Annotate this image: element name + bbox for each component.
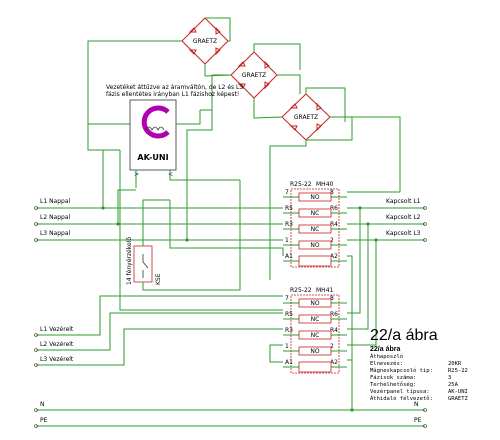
sensor-label: 14 fényérzékelő xyxy=(126,237,133,285)
output-l3: Kapcsolt L3 xyxy=(386,230,421,237)
k2-contact-0 xyxy=(298,298,332,308)
k2-pin-right-1: R6 xyxy=(330,311,338,318)
k1-coil xyxy=(298,255,332,267)
info-value-2: 3 xyxy=(448,375,451,381)
k2-contact-label-3: NO xyxy=(310,348,319,355)
bridge-1-label: GRAETZ xyxy=(193,38,217,45)
k1-pin-left-3: 1 xyxy=(285,237,289,244)
k1-pin-right-2: R4 xyxy=(330,221,338,228)
k1-contact-1 xyxy=(298,208,332,218)
graetz-bridge-3: GRAETZ xyxy=(281,93,331,141)
k2-pin-right-2: R4 xyxy=(330,327,338,334)
sensor-ref: KSE xyxy=(155,273,162,285)
controller-pin-right: < xyxy=(168,171,173,178)
contactor1-tag: MH40 xyxy=(316,181,334,188)
night-input-l3: L3 Vezérelt xyxy=(40,356,74,363)
k2-pin-left-2: R3 xyxy=(285,327,293,334)
night-input-lines: L1 Vezérelt L2 Vezérelt L3 Vezérelt xyxy=(34,295,283,367)
k2-contact-3 xyxy=(298,346,332,356)
info-key-4: Vezérpanel típusa: xyxy=(370,388,430,395)
bus-n-left: N xyxy=(40,401,45,408)
k2-pin-right-0: 8 xyxy=(330,295,334,302)
bus-pe-right: PE xyxy=(414,417,422,424)
contactor2-type: R25-22 xyxy=(290,287,312,294)
k2-pin-left-1: R5 xyxy=(285,311,293,318)
k2-contact-label-1: NC xyxy=(311,316,320,323)
graetz-bridge-1: GRAETZ xyxy=(181,17,229,65)
k2-contact-1 xyxy=(298,314,332,324)
info-key-5: Áthidaló félvezető: xyxy=(370,395,433,402)
night-input-l1: L1 Vezérelt xyxy=(40,326,74,333)
k1-pin-right-0: 8 xyxy=(330,189,334,196)
controller-name: AK-UNI xyxy=(137,153,168,162)
k2-contact-label-0: NO xyxy=(310,300,319,307)
day-input-lines: L1 Nappal L2 Nappal L3 Nappal xyxy=(34,110,283,242)
controller-pin-left: > xyxy=(134,171,139,178)
info-value-1: R25-22 xyxy=(448,368,468,374)
k1-contact-2 xyxy=(298,224,332,234)
k1-pin-left-0: 7 xyxy=(285,189,289,196)
input-l1: L1 Nappal xyxy=(40,198,71,205)
night-input-l2: L2 Vezérelt xyxy=(40,341,74,348)
k1-contact-label-0: NO xyxy=(310,194,319,201)
contactor2-tag: MH41 xyxy=(316,287,334,294)
k1-pin-right-4: A2 xyxy=(330,253,338,260)
k1-contact-label-1: NC xyxy=(311,210,320,217)
k1-pin-left-1: R5 xyxy=(285,205,293,212)
switched-output-lines: Kapcsolt L1 Kapcsolt L2 Kapcsolt L3 xyxy=(347,191,427,361)
k2-pin-left-4: A1 xyxy=(285,359,293,366)
contactor1-type: R25-22 xyxy=(290,181,312,188)
k2-pin-right-3: 2 xyxy=(330,343,334,350)
bridge-2-label: GRAETZ xyxy=(242,72,266,79)
k2-pin-left-3: 1 xyxy=(285,343,289,350)
k2-pin-right-4: A2 xyxy=(330,359,338,366)
light-sensor: 14 fényérzékelő KSE xyxy=(119,150,284,311)
ak-uni-controller: AK-UNI > < xyxy=(120,99,240,188)
info-value-5: GRAETZ xyxy=(448,396,469,402)
k1-contact-label-2: NC xyxy=(311,226,320,233)
k1-pin-left-4: A1 xyxy=(285,253,293,260)
info-value-3: 25A xyxy=(448,382,459,388)
k2-contact-label-2: NC xyxy=(311,332,320,339)
note-line-1: Vezetéket áttűzve az áramváltón, de L2 é… xyxy=(106,84,243,91)
bridge-wiring xyxy=(87,17,401,280)
input-l3: L3 Nappal xyxy=(40,230,71,237)
wiring-note: Vezetéket áttűzve az áramváltón, de L2 é… xyxy=(106,84,243,98)
note-line-2: fázis ellentétes irányban L1 fázishoz ké… xyxy=(106,91,239,98)
info-key-3: Terhelhetőség: xyxy=(370,381,416,388)
bus-n-right: N xyxy=(414,401,419,408)
figure-info: 22/a ábra 22/a ábra Áthaposzló Elnevezés… xyxy=(370,327,469,402)
bridge-3-label: GRAETZ xyxy=(294,114,318,121)
info-value-0: 20KR xyxy=(448,361,462,367)
info-value-4: AK-UNI xyxy=(448,389,468,395)
input-l2: L2 Nappal xyxy=(40,214,71,221)
info-key-0: Elnevezés: xyxy=(370,360,403,367)
k2-coil xyxy=(298,361,332,373)
k2-pin-left-0: 7 xyxy=(285,295,289,302)
figure-heading: Áthaposzló xyxy=(370,353,403,360)
k1-pin-left-2: R3 xyxy=(285,221,293,228)
figure-subtitle: 22/a ábra xyxy=(370,346,400,353)
neutral-pe-bus: N PE N PE xyxy=(34,360,427,428)
current-transformer-icon xyxy=(141,105,170,139)
info-key-2: Fázisok száma: xyxy=(370,374,416,381)
k1-pin-right-1: R6 xyxy=(330,205,338,212)
k2-contact-2 xyxy=(298,330,332,340)
k1-contact-0 xyxy=(298,192,332,202)
info-key-1: Mágneskapcsoló tip: xyxy=(370,367,433,374)
output-l2: Kapcsolt L2 xyxy=(386,214,421,221)
output-l1: Kapcsolt L1 xyxy=(386,198,421,205)
k1-pin-right-3: 2 xyxy=(330,237,334,244)
bus-pe-left: PE xyxy=(40,417,48,424)
figure-title: 22/a ábra xyxy=(370,327,438,344)
k1-contact-label-3: NO xyxy=(310,242,319,249)
figure-info-rows: Elnevezés: 20KR Mágneskapcsoló tip: R25-22F… xyxy=(370,360,469,402)
k1-contact-3 xyxy=(298,240,332,250)
